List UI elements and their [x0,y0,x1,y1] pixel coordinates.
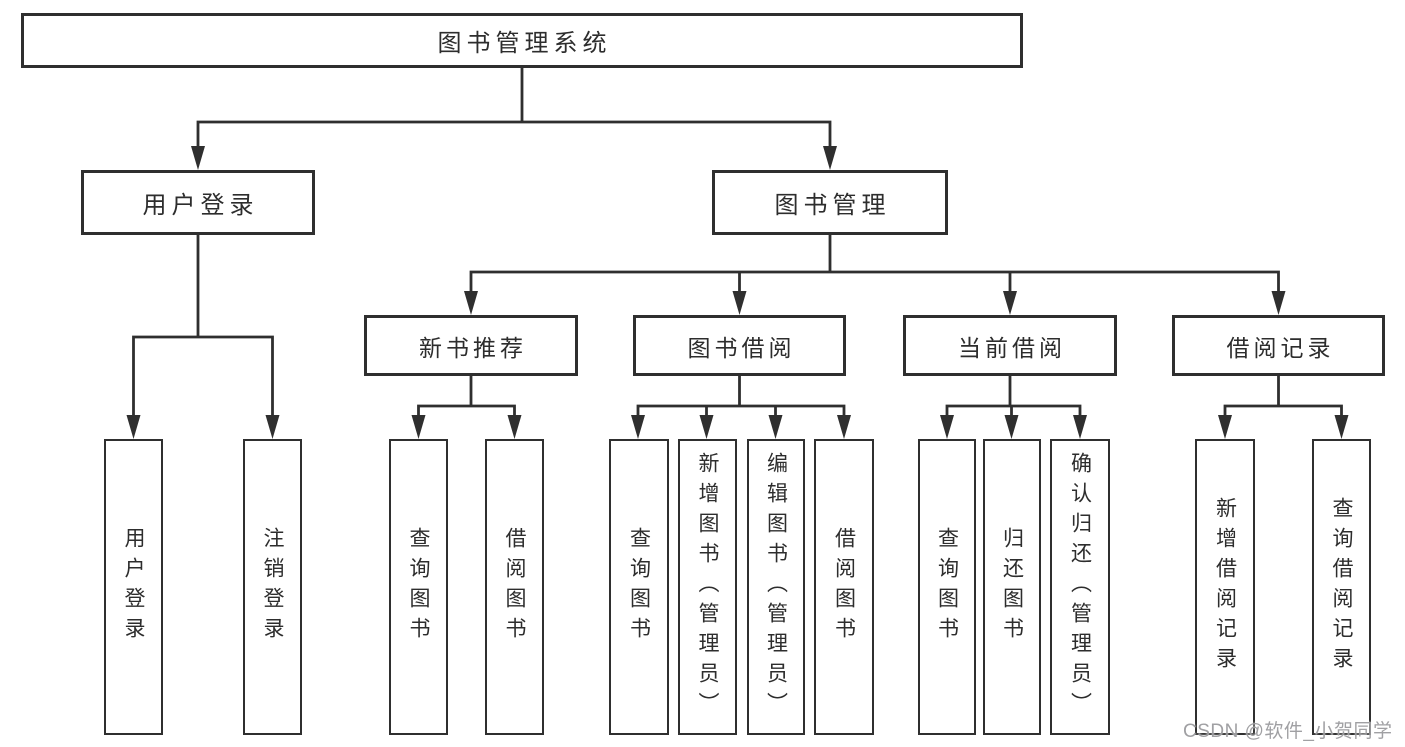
node-leaf-borrow-books-1: 借阅图书 [485,439,544,735]
arrow-leaf-query-3 [940,415,954,439]
arrow-leaf-query-2 [631,415,645,439]
edge-user-login-bus [132,335,274,417]
node-leaf-add-borrow-record: 新增借阅记录 [1195,439,1255,735]
edge-book-borrow-bus [636,404,846,417]
node-book-management: 图书管理 [712,170,948,235]
edge-current-borrow-bus [945,404,1082,417]
node-label: 用户登录 [122,527,145,647]
node-user-login: 用户登录 [81,170,315,235]
node-label: 编辑图书（管理员） [764,452,788,722]
arrow-leaf-query-1 [411,415,426,439]
arrow-leaf-confirm-return [1073,415,1087,439]
node-current-borrowing: 当前借阅 [903,315,1117,376]
node-label: 确认归还（管理员） [1068,452,1092,722]
edge-level2-bus [196,120,832,148]
node-label: 当前借阅 [958,334,1066,361]
node-label: 新书推荐 [419,334,527,361]
arrow-leaf-edit-book [768,415,783,439]
arrow-leaf-add-book [699,415,714,439]
node-label: 图书管理 [774,192,891,219]
edge-new-book-bus [417,404,516,417]
arrow-book-borrow [732,291,747,315]
node-label: 查询图书 [935,527,959,647]
node-leaf-query-books-2: 查询图书 [609,439,669,735]
arrow-leaf-borrow-2 [837,415,851,439]
node-library-management-system: 图书管理系统 [21,13,1023,68]
node-label: 图书借阅 [687,334,796,361]
node-leaf-add-book-admin: 新增图书（管理员） [678,439,737,735]
node-leaf-edit-book-admin: 编辑图书（管理员） [747,439,805,735]
arrow-leaf-query-record [1334,415,1349,439]
node-leaf-user-login: 用户登录 [104,439,163,735]
arrow-leaf-return [1004,415,1019,439]
node-leaf-confirm-return-admin: 确认归还（管理员） [1050,439,1110,735]
node-label: 查询借阅记录 [1330,497,1353,677]
node-label: 查询图书 [627,527,651,647]
arrow-user-login [191,146,205,170]
node-leaf-logout: 注销登录 [243,439,302,735]
arrow-current-borrow [1003,291,1017,315]
node-leaf-query-books-1: 查询图书 [389,439,448,735]
node-leaf-query-books-3: 查询图书 [918,439,976,735]
node-leaf-borrow-books-2: 借阅图书 [814,439,874,735]
arrow-leaf-add-record [1218,415,1232,439]
node-label: 用户登录 [142,192,259,219]
node-label: 查询图书 [407,527,430,647]
edge-level3-bus [469,270,1280,293]
node-new-book-recommend: 新书推荐 [364,315,578,376]
node-label: 新增借阅记录 [1213,497,1237,677]
node-book-borrowing: 图书借阅 [633,315,846,376]
arrow-new-book [464,291,478,315]
watermark: CSDN @软件_小贺同学 [1183,721,1393,742]
node-label: 归还图书 [1000,527,1024,647]
node-label: 借阅记录 [1226,334,1335,361]
arrow-book-mgmt [823,146,837,170]
node-label: 图书管理系统 [437,30,612,57]
arrow-leaf-user-login [126,415,141,439]
arrow-records [1271,291,1286,315]
node-label: 借阅图书 [832,527,856,647]
node-label: 注销登录 [261,527,284,647]
arrow-leaf-logout [265,415,280,439]
node-borrowing-records: 借阅记录 [1172,315,1385,376]
edge-records-bus [1223,404,1343,417]
node-label: 新增图书（管理员） [696,452,719,722]
node-leaf-return-books: 归还图书 [983,439,1041,735]
node-label: 借阅图书 [503,527,526,647]
arrow-leaf-borrow-1 [507,415,522,439]
node-leaf-query-borrow-record: 查询借阅记录 [1312,439,1371,735]
